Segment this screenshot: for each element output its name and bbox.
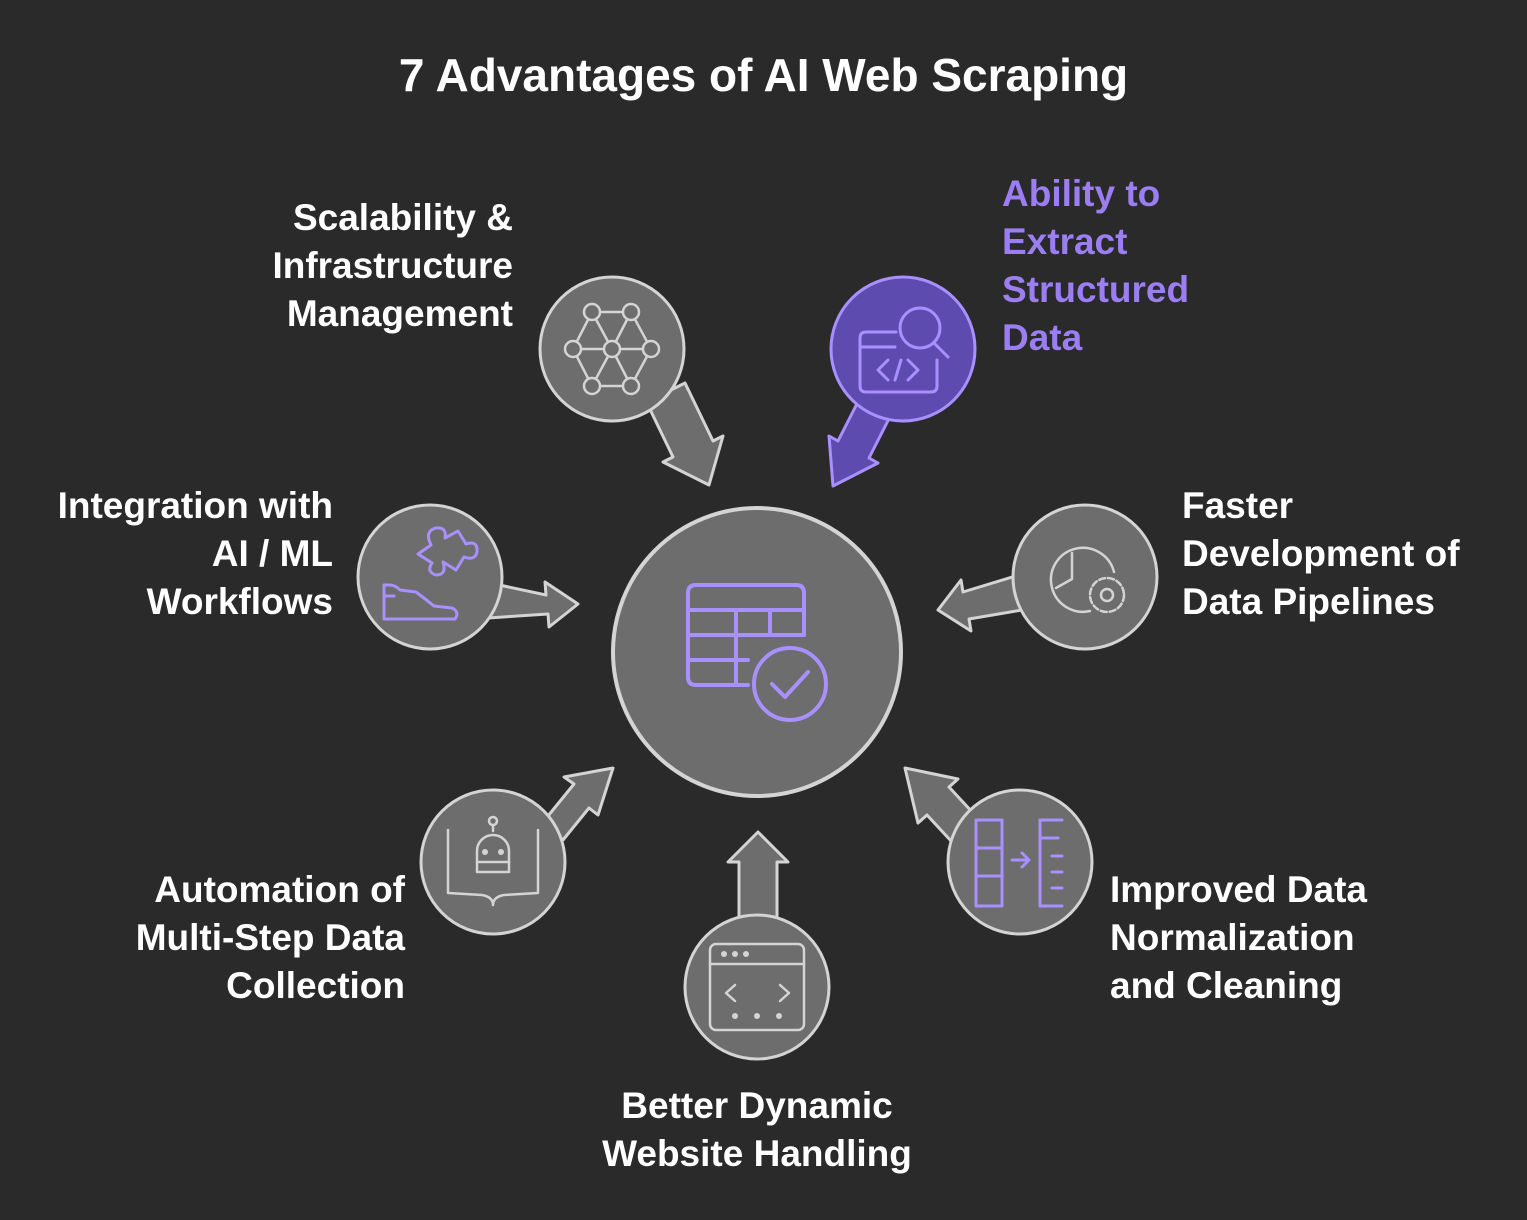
robot-book-icon xyxy=(446,815,540,907)
arrow xyxy=(643,381,725,487)
advantage-dynamic-website xyxy=(683,830,831,1061)
label-scalability: Scalability & Infrastructure Management xyxy=(272,197,513,334)
code-search-icon xyxy=(858,306,950,394)
label-dynamic-website: Better Dynamic Website Handling xyxy=(602,1085,912,1174)
central-node xyxy=(611,506,903,798)
label-faster-development: Faster Development of Data Pipelines xyxy=(1182,485,1460,622)
label-structured-data: Ability to Extract Structured Data xyxy=(1002,173,1190,358)
puzzle-hand-icon xyxy=(382,526,479,621)
arrow xyxy=(936,572,1030,633)
network-graph-icon xyxy=(563,302,661,396)
table-check-icon xyxy=(686,583,828,722)
arrow xyxy=(486,580,580,629)
diagram-title: 7 Advantages of AI Web Scraping xyxy=(398,49,1129,101)
advantage-integration xyxy=(356,503,580,651)
advantage-scalability xyxy=(538,275,725,487)
advantage-structured-data xyxy=(827,275,977,488)
clock-gear-icon xyxy=(1049,546,1126,614)
label-integration: Integration with AI / ML Workflows xyxy=(57,485,333,622)
columns-transform-icon xyxy=(974,818,1064,908)
label-automation: Automation of Multi-Step Data Collection xyxy=(135,869,405,1006)
browser-code-icon xyxy=(708,942,806,1032)
advantage-normalization xyxy=(903,766,1094,936)
advantage-automation xyxy=(419,766,615,936)
advantage-faster-development xyxy=(936,503,1159,651)
label-normalization: Improved Data Normalization and Cleaning xyxy=(1110,869,1368,1006)
arrow xyxy=(726,830,790,924)
